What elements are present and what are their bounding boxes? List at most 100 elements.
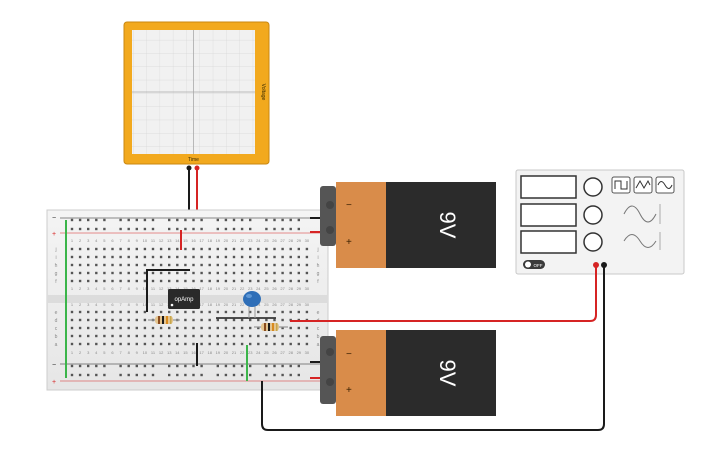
breadboard-hole[interactable] [216, 271, 219, 275]
breadboard-hole[interactable] [249, 279, 252, 283]
breadboard-hole[interactable] [78, 310, 82, 314]
breadboard-hole[interactable] [168, 247, 171, 251]
breadboard-hole[interactable] [273, 271, 276, 275]
rail-hole[interactable] [224, 364, 228, 368]
rail-hole[interactable] [135, 218, 138, 222]
breadboard-hole[interactable] [265, 271, 268, 275]
rail-hole[interactable] [232, 218, 236, 222]
rail-hole[interactable] [192, 373, 195, 377]
breadboard-hole[interactable] [240, 310, 244, 314]
breadboard-hole[interactable] [281, 334, 284, 338]
breadboard-hole[interactable] [305, 255, 309, 259]
breadboard-hole[interactable] [103, 255, 106, 259]
breadboard-hole[interactable] [111, 334, 114, 338]
breadboard-hole[interactable] [257, 342, 260, 346]
rail-hole[interactable] [127, 218, 130, 222]
breadboard-hole[interactable] [281, 271, 284, 275]
breadboard-hole[interactable] [103, 326, 106, 330]
rail-hole[interactable] [70, 218, 74, 222]
rail-hole[interactable] [297, 364, 300, 368]
breadboard-hole[interactable] [87, 263, 90, 267]
breadboard-hole[interactable] [119, 271, 122, 275]
rail-hole[interactable] [216, 218, 219, 222]
breadboard-hole[interactable] [70, 334, 74, 338]
rail-hole[interactable] [70, 373, 74, 377]
breadboard-hole[interactable] [265, 279, 268, 283]
breadboard-hole[interactable] [87, 342, 90, 346]
breadboard-hole[interactable] [297, 271, 300, 275]
rail-hole[interactable] [297, 218, 300, 222]
breadboard-hole[interactable] [111, 279, 114, 283]
fg-triangle-button[interactable] [633, 176, 653, 194]
rail-hole[interactable] [87, 364, 90, 368]
breadboard-hole[interactable] [70, 310, 74, 314]
breadboard-hole[interactable] [192, 318, 195, 322]
breadboard-hole[interactable] [159, 310, 163, 314]
breadboard-hole[interactable] [216, 247, 219, 251]
breadboard-hole[interactable] [87, 271, 90, 275]
rail-hole[interactable] [78, 227, 82, 231]
wire-fg-black[interactable] [261, 265, 605, 431]
rail-hole[interactable] [289, 373, 292, 377]
breadboard-hole[interactable] [151, 247, 155, 251]
rail-hole[interactable] [168, 373, 171, 377]
breadboard-hole[interactable] [200, 318, 203, 322]
breadboard-hole[interactable] [78, 279, 82, 283]
breadboard-hole[interactable] [249, 326, 252, 330]
breadboard-hole[interactable] [184, 263, 187, 267]
breadboard-hole[interactable] [297, 342, 300, 346]
breadboard-hole[interactable] [119, 310, 122, 314]
battery-top[interactable]: − + 9V [320, 182, 496, 268]
breadboard-hole[interactable] [184, 247, 187, 251]
breadboard-hole[interactable] [135, 271, 138, 275]
breadboard-hole[interactable] [143, 271, 147, 275]
breadboard-hole[interactable] [159, 326, 163, 330]
breadboard-hole[interactable] [70, 263, 74, 267]
rail-hole[interactable] [103, 373, 106, 377]
breadboard-hole[interactable] [143, 255, 147, 259]
breadboard-hole[interactable] [111, 255, 114, 259]
breadboard-hole[interactable] [281, 318, 284, 322]
breadboard-hole[interactable] [103, 310, 106, 314]
breadboard-hole[interactable] [168, 271, 171, 275]
breadboard-hole[interactable] [224, 318, 228, 322]
rail-hole[interactable] [273, 227, 276, 231]
breadboard-hole[interactable] [70, 271, 74, 275]
breadboard-hole[interactable] [224, 342, 228, 346]
breadboard-hole[interactable] [273, 279, 276, 283]
breadboard-hole[interactable] [119, 326, 122, 330]
breadboard-hole[interactable] [281, 255, 284, 259]
breadboard-hole[interactable] [232, 334, 236, 338]
breadboard-hole[interactable] [200, 271, 203, 275]
breadboard-hole[interactable] [111, 271, 114, 275]
breadboard-hole[interactable] [143, 310, 147, 314]
breadboard-hole[interactable] [87, 255, 90, 259]
breadboard-hole[interactable] [78, 318, 82, 322]
breadboard-hole[interactable] [127, 326, 130, 330]
rail-hole[interactable] [249, 373, 252, 377]
breadboard-hole[interactable] [281, 247, 284, 251]
breadboard-hole[interactable] [151, 271, 155, 275]
breadboard-hole[interactable] [70, 326, 74, 330]
breadboard-hole[interactable] [119, 247, 122, 251]
breadboard-hole[interactable] [265, 255, 268, 259]
breadboard-hole[interactable] [103, 342, 106, 346]
rail-hole[interactable] [289, 218, 292, 222]
breadboard-hole[interactable] [224, 326, 228, 330]
breadboard-hole[interactable] [159, 342, 163, 346]
rail-hole[interactable] [281, 218, 284, 222]
breadboard-hole[interactable] [159, 263, 163, 267]
rail-hole[interactable] [289, 364, 292, 368]
breadboard-hole[interactable] [249, 271, 252, 275]
breadboard-hole[interactable] [95, 342, 98, 346]
breadboard-hole[interactable] [257, 326, 260, 330]
rail-hole[interactable] [289, 227, 292, 231]
rail-hole[interactable] [192, 227, 195, 231]
oscilloscope[interactable]: Time Voltage [123, 21, 270, 171]
rail-hole[interactable] [78, 364, 82, 368]
breadboard-hole[interactable] [78, 271, 82, 275]
breadboard-hole[interactable] [249, 342, 252, 346]
breadboard-hole[interactable] [297, 255, 300, 259]
rail-hole[interactable] [151, 364, 155, 368]
rail-hole[interactable] [168, 218, 171, 222]
